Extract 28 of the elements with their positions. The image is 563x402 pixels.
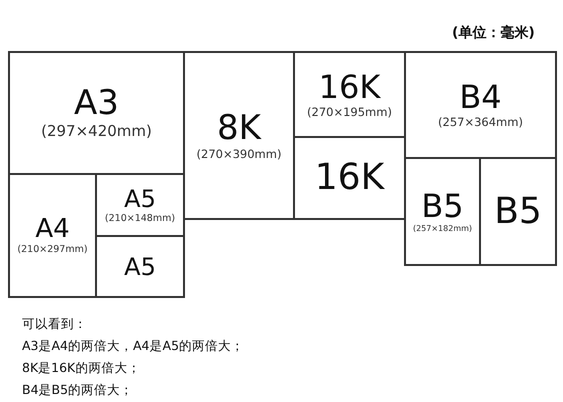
paper-size-name: A4 (35, 216, 70, 242)
paper-size-name: B5 (421, 190, 464, 222)
paper-dimensions: (297×420mm) (41, 122, 152, 140)
paper-size-box (404, 51, 557, 159)
paper-dimensions: (210×148mm) (104, 212, 176, 224)
paper-size-name: A5 (124, 254, 156, 278)
paper-size-name: A3 (74, 86, 119, 120)
paper-size-name: 8K (217, 110, 261, 144)
paper-size-name: B4 (459, 81, 502, 113)
paper-dimensions: (257×182mm) (412, 224, 472, 233)
note-text: A3是A4的两倍大，A4是A5的两倍大； (22, 338, 244, 355)
paper-size-box (479, 157, 557, 266)
paper-size-name: 16K (314, 160, 384, 196)
paper-size-name: A5 (124, 186, 156, 210)
note-text: 可以看到： (22, 316, 87, 333)
paper-dimensions: (270×390mm) (196, 146, 282, 160)
paper-size-name: 16K (318, 70, 380, 102)
paper-dimensions: (257×364mm) (438, 115, 523, 129)
paper-size-box (95, 235, 185, 298)
note-text: B4是B5的两倍大； (22, 382, 134, 399)
paper-size-box (8, 173, 97, 298)
paper-size-name: B5 (494, 194, 542, 230)
paper-size-box (8, 51, 185, 175)
paper-size-box (183, 51, 295, 220)
note-text: 8K是16K的两倍大； (22, 360, 140, 377)
paper-dimensions: (270×195mm) (307, 104, 392, 118)
unit-note: (单位：毫米) (452, 24, 535, 42)
paper-dimensions: (210×297mm) (17, 244, 88, 255)
